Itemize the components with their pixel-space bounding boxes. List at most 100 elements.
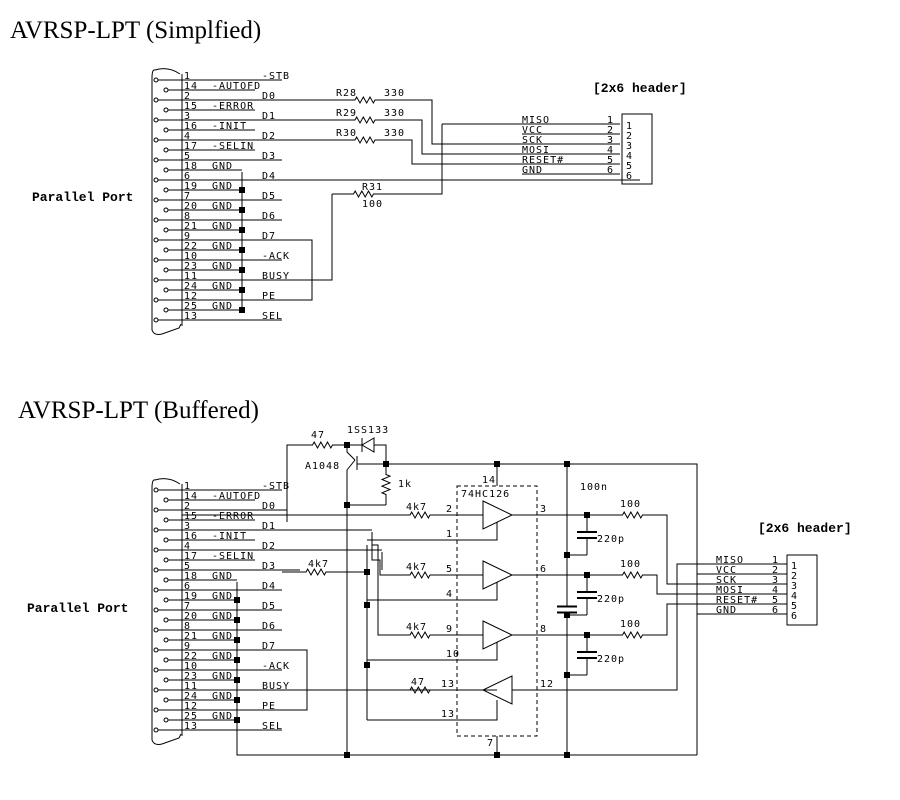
pin-circle (153, 317, 159, 323)
db25-connector-outline (154, 478, 181, 485)
pin-number: 20 (184, 201, 198, 212)
pin-circle (153, 217, 159, 223)
diode-symbol (361, 437, 375, 453)
pin-circle (153, 507, 159, 513)
capacitor-plate (557, 605, 577, 608)
pin-circle (153, 157, 159, 163)
wire (371, 532, 400, 576)
pin-number: 1 (184, 71, 191, 82)
pin-number: 21 (184, 221, 198, 232)
header-pin-number: 3 (626, 141, 633, 152)
pin-circle (163, 187, 169, 193)
junction-dot (564, 552, 570, 558)
pin-signal-label: D4 (262, 171, 276, 182)
resistor-symbol (615, 630, 650, 640)
header-pin-number: 4 (607, 145, 614, 156)
diode-label: 1SS133 (347, 425, 389, 436)
ic-outline (456, 485, 538, 737)
capacitor-plate (577, 651, 597, 653)
pin-signal-label: D1 (262, 111, 276, 122)
pin-signal-label: D5 (262, 601, 276, 612)
title-simplified: AVRSP-LPT (Simplfied) (10, 17, 261, 44)
header-signal-label: SCK (716, 575, 737, 586)
wire (395, 139, 620, 165)
pin-circle (153, 257, 159, 263)
capacitor-value: 220p (597, 534, 625, 545)
pin-circle (163, 127, 169, 133)
header-label-buffered: [2x6 header] (758, 521, 852, 536)
transistor-emitter (346, 445, 356, 461)
transistor-symbol (346, 456, 358, 755)
pin-signal-label: GND (212, 611, 233, 622)
pin-circle (163, 637, 169, 643)
header-signal-label: SCK (522, 135, 543, 146)
pin-number: 11 (184, 271, 198, 282)
resistor-value: 100 (620, 619, 641, 630)
header-signal-label: RESET# (522, 155, 564, 166)
wire (395, 124, 443, 195)
pin-circle (163, 717, 169, 723)
pin-signal-label: GND (212, 571, 233, 582)
header-signal-label: MISO (522, 115, 550, 126)
pin-signal-label: PE (262, 291, 276, 302)
pin-signal-label: GND (212, 161, 233, 172)
header-pin-number: 2 (772, 565, 779, 576)
pin-signal-label: D4 (262, 581, 276, 592)
pin-signal-label: GND (212, 651, 233, 662)
pin-number: 10 (184, 661, 198, 672)
pin-number: 25 (184, 711, 198, 722)
pin-number: 7 (184, 601, 191, 612)
header-pin-number: 1 (607, 115, 614, 126)
pin-number: 9 (184, 231, 191, 242)
resistor-value: 4k7 (406, 622, 427, 633)
pin-signal-label: GND (212, 631, 233, 642)
pin-circle (153, 607, 159, 613)
pin-circle (163, 227, 169, 233)
resistor-value: 4k7 (406, 502, 427, 513)
pin-signal-label: BUSY (262, 271, 290, 282)
pin-number: 23 (184, 671, 198, 682)
pin-circle (153, 667, 159, 673)
wire (650, 603, 708, 636)
pin-signal-label: D6 (262, 621, 276, 632)
pin-signal-label: GND (212, 281, 233, 292)
header-pin-number: 4 (772, 585, 779, 596)
pin-number: 4 (184, 541, 191, 552)
pin-circle (163, 247, 169, 253)
header-signal-label: MOSI (716, 585, 744, 596)
pin-circle (163, 107, 169, 113)
pin-circle (163, 267, 169, 273)
pin-number: 14 (184, 81, 198, 92)
db25-connector-outline (151, 69, 182, 335)
pin-number: 25 (184, 301, 198, 312)
resistor-symbol (400, 510, 440, 520)
pin-signal-label: GND (212, 261, 233, 272)
resistor-ref: R28 (336, 88, 357, 99)
pin-number: 19 (184, 181, 198, 192)
wire (262, 239, 313, 301)
pin-number: 19 (184, 591, 198, 602)
pin-number: 13 (184, 311, 198, 322)
ic-pin-number: 13 (441, 679, 455, 690)
resistor-ref: R29 (336, 108, 357, 119)
pin-number: 10 (184, 251, 198, 262)
pin-signal-label: D3 (262, 561, 276, 572)
title-buffered: AVRSP-LPT (Buffered) (18, 397, 259, 424)
pin-signal-label: GND (212, 591, 233, 602)
pin-number: 22 (184, 241, 198, 252)
wire (367, 700, 498, 721)
resistor-symbol (380, 464, 392, 505)
pin-circle (153, 97, 159, 103)
pin-circle (153, 627, 159, 633)
resistor-symbol (335, 115, 395, 125)
pin-signal-label: D1 (262, 521, 276, 532)
resistor-symbol (615, 510, 650, 520)
pin-signal-label: D3 (262, 151, 276, 162)
resistor-ref: R31 (362, 182, 383, 193)
capacitor-plate (577, 591, 597, 593)
pin-signal-label: SEL (262, 311, 283, 322)
pin-signal-label: GND (212, 181, 233, 192)
header-signal-label: VCC (522, 125, 543, 136)
ic-pin-number: 10 (446, 649, 460, 660)
